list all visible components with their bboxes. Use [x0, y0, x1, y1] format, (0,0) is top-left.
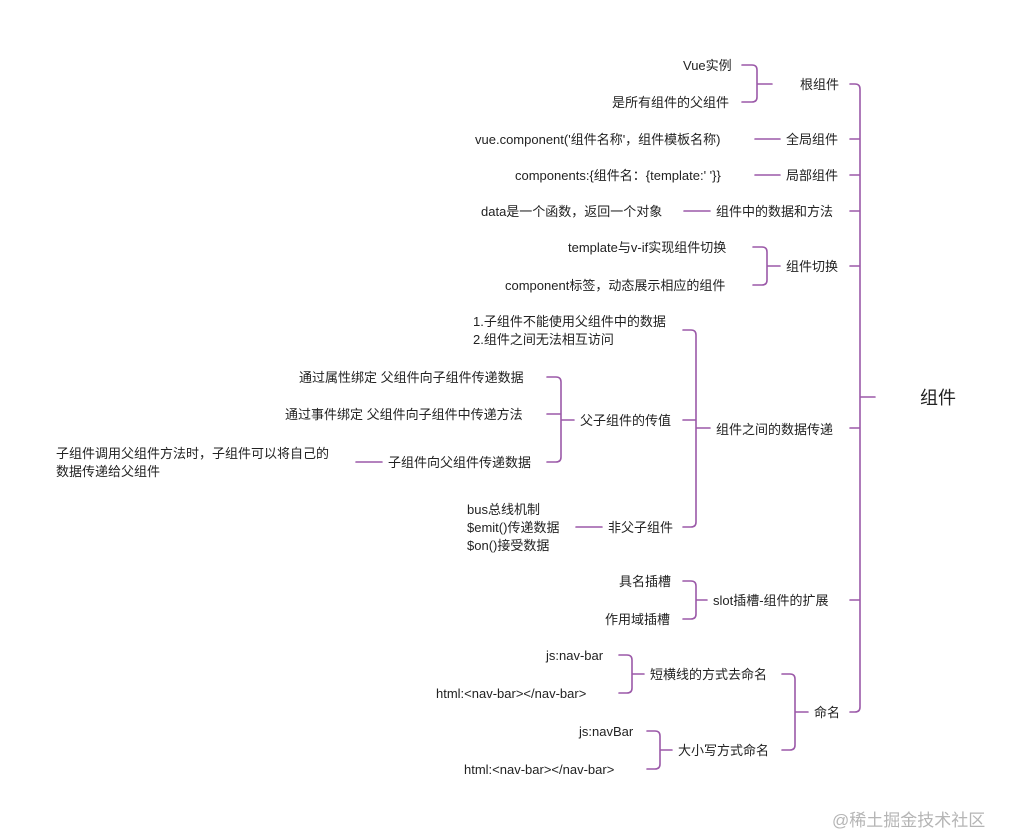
main-spine	[849, 83, 876, 713]
branch-global-component[interactable]: 全局组件	[786, 132, 839, 147]
leaf-vue-component-syntax[interactable]: vue.component('组件名称'，组件模板名称)	[475, 132, 721, 147]
branch-non-parent-child[interactable]: 非父子组件	[608, 520, 674, 535]
bracket-root-component	[741, 64, 773, 103]
branch-root-component[interactable]: 根组件	[800, 77, 840, 92]
leaf-bus-mechanism[interactable]: bus总线机制 $emit()传递数据 $on()接受数据	[467, 502, 560, 553]
bracket-component-switch	[752, 246, 781, 286]
branch-local-component[interactable]: 局部组件	[786, 168, 839, 183]
branch-parent-child-transfer[interactable]: 父子组件的传值	[580, 413, 672, 428]
leaf-scoped-slot[interactable]: 作用域插槽	[605, 612, 671, 627]
bracket-camel	[646, 730, 673, 770]
branch-naming[interactable]: 命名	[814, 705, 841, 720]
bracket-data-transfer	[682, 329, 711, 528]
leaf-kebab-js[interactable]: js:nav-bar	[546, 648, 604, 663]
leaf-data-function[interactable]: data是一个函数，返回一个对象	[481, 204, 663, 219]
leaf-kebab-html[interactable]: html:<nav-bar></nav-bar>	[436, 686, 587, 701]
branch-camel-case[interactable]: 大小写方式命名	[678, 743, 770, 758]
leaf-component-tag[interactable]: component标签，动态展示相应的组件	[505, 278, 726, 293]
watermark: @稀土掘金技术社区	[832, 811, 986, 830]
leaf-camel-js[interactable]: js:navBar	[579, 724, 634, 739]
branch-kebab-case[interactable]: 短横线的方式去命名	[650, 667, 768, 682]
branch-slot[interactable]: slot插槽-组件的扩展	[713, 593, 829, 608]
branch-component-switch[interactable]: 组件切换	[786, 259, 839, 274]
leaf-camel-html[interactable]: html:<nav-bar></nav-bar>	[464, 762, 615, 777]
leaf-event-binding[interactable]: 通过事件绑定 父组件向子组件中传递方法	[285, 407, 523, 422]
leaf-transfer-rules[interactable]: 1.子组件不能使用父组件中的数据 2.组件之间无法相互访问	[473, 314, 666, 347]
leaf-components-syntax[interactable]: components:{组件名：{template:' '}}	[515, 168, 721, 183]
branch-child-to-parent[interactable]: 子组件向父组件传递数据	[388, 455, 532, 470]
leaf-child-to-parent-detail[interactable]: 子组件调用父组件方法时，子组件可以将自己的 数据传递给父组件	[56, 446, 330, 479]
bracket-naming	[781, 673, 809, 751]
leaf-parent-of-all[interactable]: 是所有组件的父组件	[612, 95, 730, 110]
leaf-attr-binding[interactable]: 通过属性绑定 父组件向子组件传递数据	[299, 370, 524, 385]
bracket-slot	[682, 580, 708, 620]
branch-data-methods[interactable]: 组件中的数据和方法	[716, 204, 834, 219]
leaf-named-slot[interactable]: 具名插槽	[619, 574, 672, 589]
bracket-kebab	[618, 654, 645, 694]
root-node[interactable]: 组件	[920, 388, 956, 408]
leaf-template-v-if[interactable]: template与v-if实现组件切换	[568, 240, 727, 255]
branch-data-transfer[interactable]: 组件之间的数据传递	[716, 422, 834, 437]
bracket-parent-child	[546, 376, 575, 463]
leaf-vue-instance[interactable]: Vue实例	[683, 58, 732, 73]
